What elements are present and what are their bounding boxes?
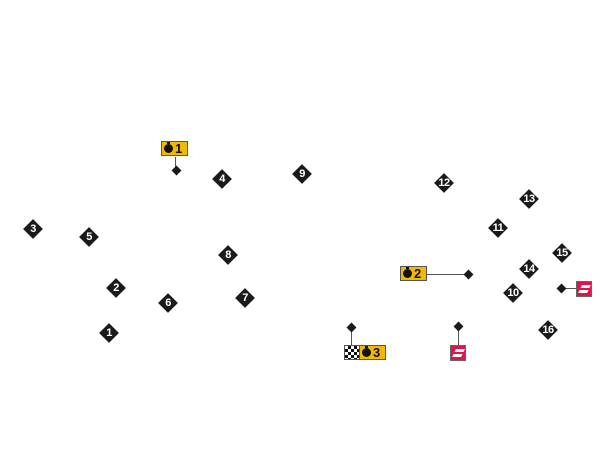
turn-marker-16: 16 xyxy=(537,319,559,341)
sector-2-leader xyxy=(426,274,467,275)
sector-number: 3 xyxy=(373,345,381,360)
turn-marker-11: 11 xyxy=(487,217,509,239)
turn-marker-8: 8 xyxy=(217,244,239,266)
turn-marker-13: 13 xyxy=(518,188,540,210)
turn-number: 7 xyxy=(242,292,248,304)
turn-marker-6: 6 xyxy=(157,292,179,314)
timer-icon xyxy=(164,142,173,153)
turn-number: 6 xyxy=(165,297,171,309)
turn-marker-1: 1 xyxy=(98,322,120,344)
turn-number: 16 xyxy=(542,324,554,336)
drs-icon xyxy=(450,345,466,361)
sector-number: 1 xyxy=(175,141,183,156)
sector-3-point xyxy=(346,322,356,332)
sector-1-label: 1 xyxy=(161,141,188,156)
sector-number: 2 xyxy=(414,266,422,281)
drs-2-point xyxy=(556,283,566,293)
drs-icon xyxy=(576,281,592,297)
turn-marker-15: 15 xyxy=(551,242,573,264)
drs-2-leader xyxy=(562,288,576,289)
sector-2-label: 2 xyxy=(400,266,427,281)
turn-number: 10 xyxy=(507,287,519,299)
turn-marker-5: 5 xyxy=(78,226,100,248)
checkered-flag-icon xyxy=(344,345,360,360)
turn-number: 12 xyxy=(438,177,450,189)
turn-number: 9 xyxy=(299,168,305,180)
turn-marker-2: 2 xyxy=(105,277,127,299)
turn-number: 3 xyxy=(30,223,36,235)
turn-marker-4: 4 xyxy=(211,168,233,190)
drs-1-leader xyxy=(458,327,459,345)
sector-1-point xyxy=(171,165,181,175)
turn-number: 4 xyxy=(219,173,225,185)
timer-icon xyxy=(362,346,371,357)
drs-1-point xyxy=(453,321,463,331)
turn-number: 5 xyxy=(86,231,92,243)
turn-marker-9: 9 xyxy=(291,163,313,185)
turn-marker-14: 14 xyxy=(518,258,540,280)
sector-3-label: 3 xyxy=(359,345,386,360)
sector-2-point xyxy=(463,269,473,279)
turn-number: 2 xyxy=(113,282,119,294)
turn-marker-12: 12 xyxy=(433,172,455,194)
turn-number: 14 xyxy=(523,263,535,275)
sector-3-leader xyxy=(351,328,352,345)
turn-number: 15 xyxy=(556,247,568,259)
turn-marker-3: 3 xyxy=(22,218,44,240)
turn-number: 13 xyxy=(523,193,535,205)
turn-number: 11 xyxy=(492,222,504,234)
timer-icon xyxy=(403,267,412,278)
turn-marker-7: 7 xyxy=(234,287,256,309)
turn-number: 1 xyxy=(106,327,112,339)
turn-number: 8 xyxy=(225,249,231,261)
turn-marker-10: 10 xyxy=(502,282,524,304)
sector-1-leader xyxy=(175,157,176,169)
